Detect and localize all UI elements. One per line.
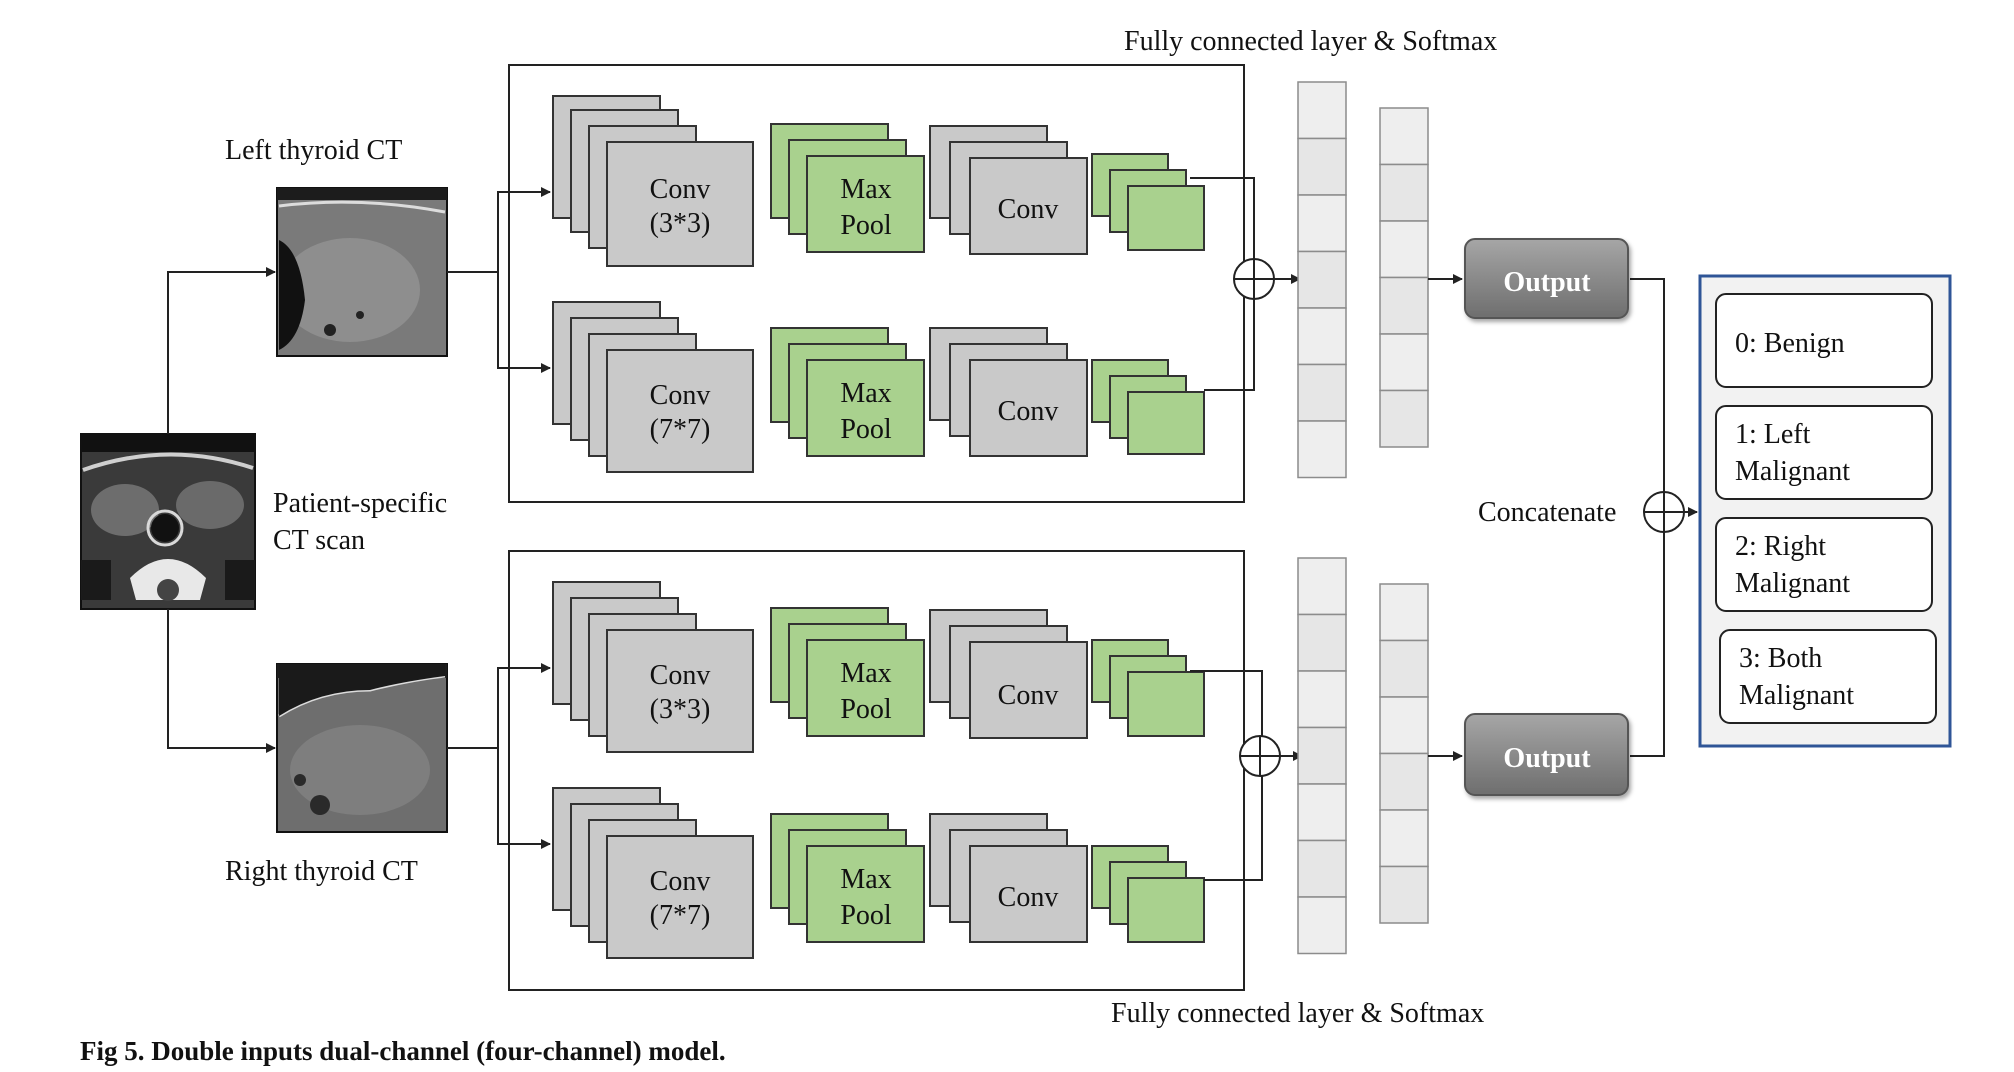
bottom-row1-conv2-stack: Conv xyxy=(929,609,1088,739)
patient-ct-label-2: CT scan xyxy=(273,525,365,556)
bottom-branch-box xyxy=(508,550,1245,991)
class-2-label-1: 2: Right xyxy=(1735,531,1826,562)
bottom-row2-conv-stack: Conv (7*7) xyxy=(552,787,754,959)
class-3-label-2: Malignant xyxy=(1739,680,1854,711)
top-fc-layer-1 xyxy=(1297,81,1347,479)
fc-softmax-label-bottom: Fully connected layer & Softmax xyxy=(1111,998,1484,1029)
patient-ct-scan-image xyxy=(80,433,256,610)
fc-cell xyxy=(1297,363,1347,422)
bottom-add-icon xyxy=(1239,735,1281,777)
fc-softmax-label-top: Fully connected layer & Softmax xyxy=(1124,26,1497,57)
bottom-row2-feature-stack xyxy=(1091,845,1205,943)
bottom-row1-conv-stack: Conv (3*3) xyxy=(552,581,754,753)
figure-caption: Fig 5. Double inputs dual-channel (four-… xyxy=(80,1036,726,1066)
fc-cell xyxy=(1297,896,1347,955)
fc-cell xyxy=(1297,420,1347,479)
top-row2-conv-label: Conv xyxy=(650,380,711,411)
fc-cell xyxy=(1379,389,1429,448)
fc-cell xyxy=(1379,220,1429,279)
bottom-row1-conv-kernel: (3*3) xyxy=(650,694,711,725)
patient-ct-label-1: Patient-specific xyxy=(273,488,447,519)
bottom-fc-layer-2 xyxy=(1379,583,1429,924)
top-row2-conv-kernel: (7*7) xyxy=(650,414,711,445)
fc-cell xyxy=(1379,696,1429,755)
concatenate-icon xyxy=(1643,491,1685,533)
fc-cell xyxy=(1297,137,1347,196)
top-row1-pool-label-1: Max xyxy=(840,174,891,205)
right-thyroid-ct-label: Right thyroid CT xyxy=(225,856,418,887)
top-row1-conv-label: Conv xyxy=(650,174,711,205)
concatenate-label: Concatenate xyxy=(1478,497,1616,528)
bottom-output-label: Output xyxy=(1503,743,1591,774)
fc-cell xyxy=(1379,752,1429,811)
top-row1-conv2-label: Conv xyxy=(998,194,1059,225)
fc-cell xyxy=(1297,250,1347,309)
fc-cell xyxy=(1379,276,1429,335)
fc-cell xyxy=(1297,557,1347,616)
bottom-row2-pool-label-2: Pool xyxy=(840,900,892,931)
fc-cell xyxy=(1297,307,1347,366)
bottom-output-box: Output xyxy=(1464,713,1629,796)
top-add-icon xyxy=(1233,258,1275,300)
bottom-row1-maxpool-stack: Max Pool xyxy=(770,607,925,737)
top-output-box: Output xyxy=(1464,238,1629,319)
top-row2-pool-label-2: Pool xyxy=(840,414,892,445)
fc-cell xyxy=(1297,81,1347,140)
bottom-row2-conv-label: Conv xyxy=(650,866,711,897)
bottom-fc-layer-1 xyxy=(1297,557,1347,955)
bottom-row2-conv2-label: Conv xyxy=(998,882,1059,913)
top-row1-maxpool-stack: Max Pool xyxy=(770,123,925,253)
top-row2-pool-label-1: Max xyxy=(840,378,891,409)
bottom-row1-conv2-label: Conv xyxy=(998,680,1059,711)
bottom-row2-conv2-stack: Conv xyxy=(929,813,1088,943)
top-row2-conv2-label: Conv xyxy=(998,396,1059,427)
fc-cell xyxy=(1379,163,1429,222)
top-output-label: Output xyxy=(1503,267,1591,298)
fc-cell xyxy=(1379,809,1429,868)
top-row2-maxpool-stack: Max Pool xyxy=(770,327,925,457)
bottom-row2-maxpool-stack: Max Pool xyxy=(770,813,925,943)
class-2-label-2: Malignant xyxy=(1735,568,1850,599)
fc-cell xyxy=(1297,726,1347,785)
top-row1-pool-label-2: Pool xyxy=(840,210,892,241)
fc-cell xyxy=(1297,194,1347,253)
left-thyroid-ct-image xyxy=(276,187,448,357)
fc-cell xyxy=(1379,583,1429,642)
top-fc-layer-2 xyxy=(1379,107,1429,448)
top-row1-conv-kernel: (3*3) xyxy=(650,208,711,239)
bottom-row1-pool-label-1: Max xyxy=(840,658,891,689)
bottom-row1-feature-stack xyxy=(1091,639,1205,737)
top-row1-conv2-stack: Conv xyxy=(929,125,1088,255)
class-1-label-2: Malignant xyxy=(1735,456,1850,487)
bottom-row2-conv-kernel: (7*7) xyxy=(650,900,711,931)
fc-cell xyxy=(1297,839,1347,898)
fc-cell xyxy=(1297,613,1347,672)
bottom-row1-conv-label: Conv xyxy=(650,660,711,691)
class-box-2: 2: Right Malignant xyxy=(1715,517,1933,612)
fc-cell xyxy=(1379,333,1429,392)
top-row1-conv-stack: Conv (3*3) xyxy=(552,95,754,267)
fc-cell xyxy=(1297,670,1347,729)
class-box-0: 0: Benign xyxy=(1715,293,1933,388)
class-box-3: 3: Both Malignant xyxy=(1719,629,1937,724)
class-box-1: 1: Left Malignant xyxy=(1715,405,1933,500)
right-thyroid-ct-image xyxy=(276,663,448,833)
top-row2-conv2-stack: Conv xyxy=(929,327,1088,457)
fc-cell xyxy=(1297,783,1347,842)
class-1-label-1: 1: Left xyxy=(1735,419,1811,450)
top-row2-feature-stack xyxy=(1091,359,1205,455)
input-connectors xyxy=(167,187,551,849)
bottom-row2-pool-label-1: Max xyxy=(840,864,891,895)
left-thyroid-ct-label: Left thyroid CT xyxy=(225,135,402,166)
class-0-label: 0: Benign xyxy=(1735,328,1845,359)
top-row2-conv-stack: Conv (7*7) xyxy=(552,301,754,473)
fc-cell xyxy=(1379,639,1429,698)
fc-cell xyxy=(1379,107,1429,166)
bottom-row1-pool-label-2: Pool xyxy=(840,694,892,725)
fc-cell xyxy=(1379,865,1429,924)
class-3-label-1: 3: Both xyxy=(1739,643,1822,674)
top-row1-feature-stack xyxy=(1091,153,1205,251)
